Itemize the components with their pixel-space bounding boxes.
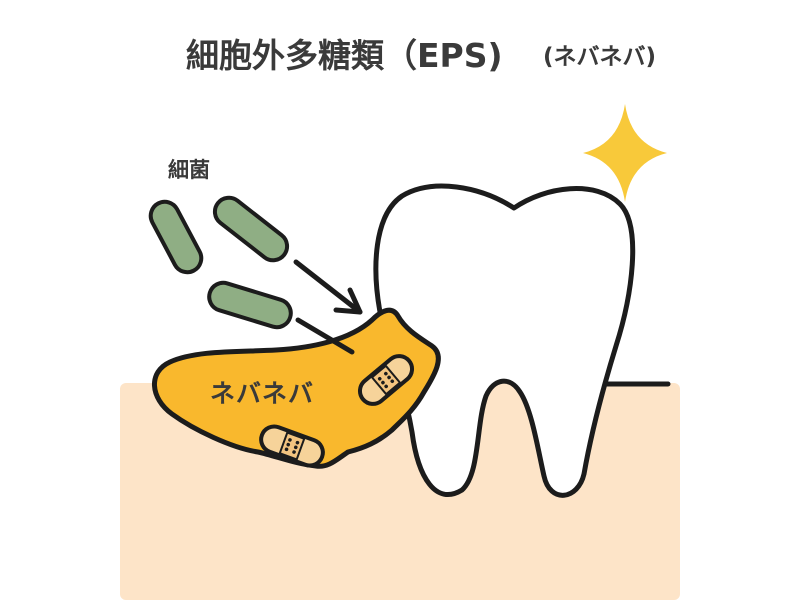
arrow-icon xyxy=(295,317,355,355)
diagram-title: 細胞外多糖類（EPS) xyxy=(186,36,503,75)
arrow-icon xyxy=(293,259,363,315)
rod-bacterium-icon xyxy=(207,280,293,330)
bacteria-label: 細菌 xyxy=(168,158,210,182)
slime-label: ネバネバ xyxy=(210,379,314,408)
bandage-icon xyxy=(357,354,415,406)
bandage-icon xyxy=(259,424,325,468)
rod-bacterium-icon xyxy=(212,195,290,263)
diagram-subtitle: (ネバネバ) xyxy=(543,44,656,70)
sparkle-icon xyxy=(583,104,667,202)
tooth xyxy=(373,183,636,498)
rod-bacterium-icon xyxy=(148,199,204,275)
